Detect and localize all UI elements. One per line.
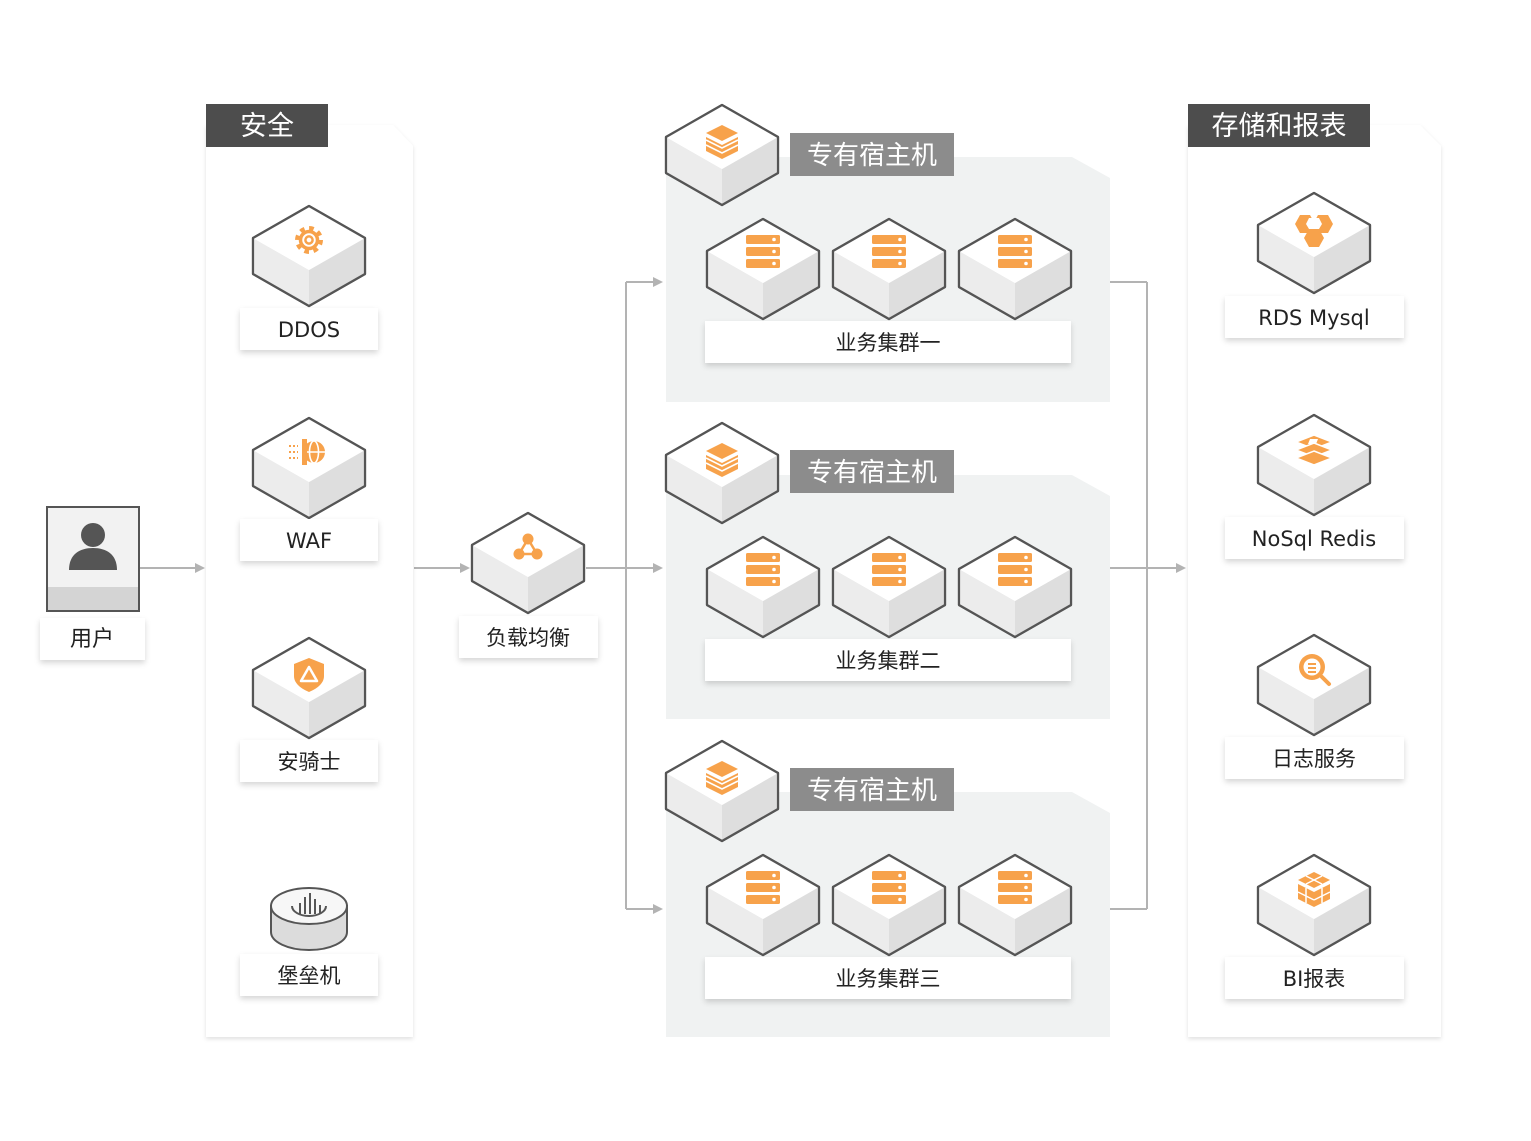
storage-item-bi: BI报表 <box>1225 853 1404 999</box>
cluster-group-2: 专有宿主机 业务集群二 <box>664 421 1110 719</box>
security-item-bastion: 堡垒机 <box>240 887 378 996</box>
user-node: 用户 <box>40 506 145 660</box>
storage-item-log: 日志服务 <box>1225 633 1404 779</box>
storage-panel: 存储和报表 RDS Mysql NoSql Redis 日志服务 BI报表 <box>1188 104 1441 1037</box>
storage-title: 存储和报表 <box>1212 111 1347 142</box>
security-label-ddos: DDOS <box>278 318 340 342</box>
security-label-aegis: 安骑士 <box>278 750 341 774</box>
storage-label-log: 日志服务 <box>1272 747 1356 771</box>
server-icon <box>872 871 906 904</box>
bastion-icon <box>291 893 327 917</box>
storage-label-rds: RDS Mysql <box>1258 306 1369 330</box>
security-panel: 安全 DDOS WAF 安骑士 <box>206 104 413 1037</box>
server-icon <box>998 235 1032 268</box>
cluster-group-1: 专有宿主机 业务集群一 <box>664 103 1110 402</box>
load-balancer-label: 负载均衡 <box>486 626 570 650</box>
security-item-ddos: DDOS <box>240 204 378 350</box>
redis-icon <box>1295 434 1333 466</box>
host-label-2: 专有宿主机 <box>807 458 937 488</box>
host-label-3: 专有宿主机 <box>807 776 937 806</box>
storage-label-bi: BI报表 <box>1283 967 1346 991</box>
security-label-waf: WAF <box>286 529 332 553</box>
storage-item-rds: RDS Mysql <box>1225 191 1404 338</box>
cluster-label-2: 业务集群二 <box>836 649 941 673</box>
storage-label-redis: NoSql Redis <box>1252 527 1376 551</box>
security-title: 安全 <box>240 111 294 142</box>
server-icon <box>872 235 906 268</box>
security-label-bastion: 堡垒机 <box>278 964 341 988</box>
storage-item-redis: NoSql Redis <box>1225 413 1404 559</box>
load-balancer-node: 负载均衡 <box>459 511 598 658</box>
server-icon <box>746 553 780 586</box>
security-item-aegis: 安骑士 <box>240 636 378 782</box>
cluster-label-1: 业务集群一 <box>836 331 941 355</box>
host-label-1: 专有宿主机 <box>807 141 937 171</box>
cluster-label-3: 业务集群三 <box>836 967 941 991</box>
server-icon <box>998 553 1032 586</box>
security-item-waf: WAF <box>240 416 378 561</box>
cluster-group-3: 专有宿主机 业务集群三 <box>664 739 1110 1037</box>
person-icon <box>69 523 117 570</box>
connectors <box>140 277 1186 914</box>
server-icon <box>746 871 780 904</box>
server-icon <box>998 871 1032 904</box>
user-label: 用户 <box>70 627 114 652</box>
server-icon <box>872 553 906 586</box>
server-icon <box>746 235 780 268</box>
